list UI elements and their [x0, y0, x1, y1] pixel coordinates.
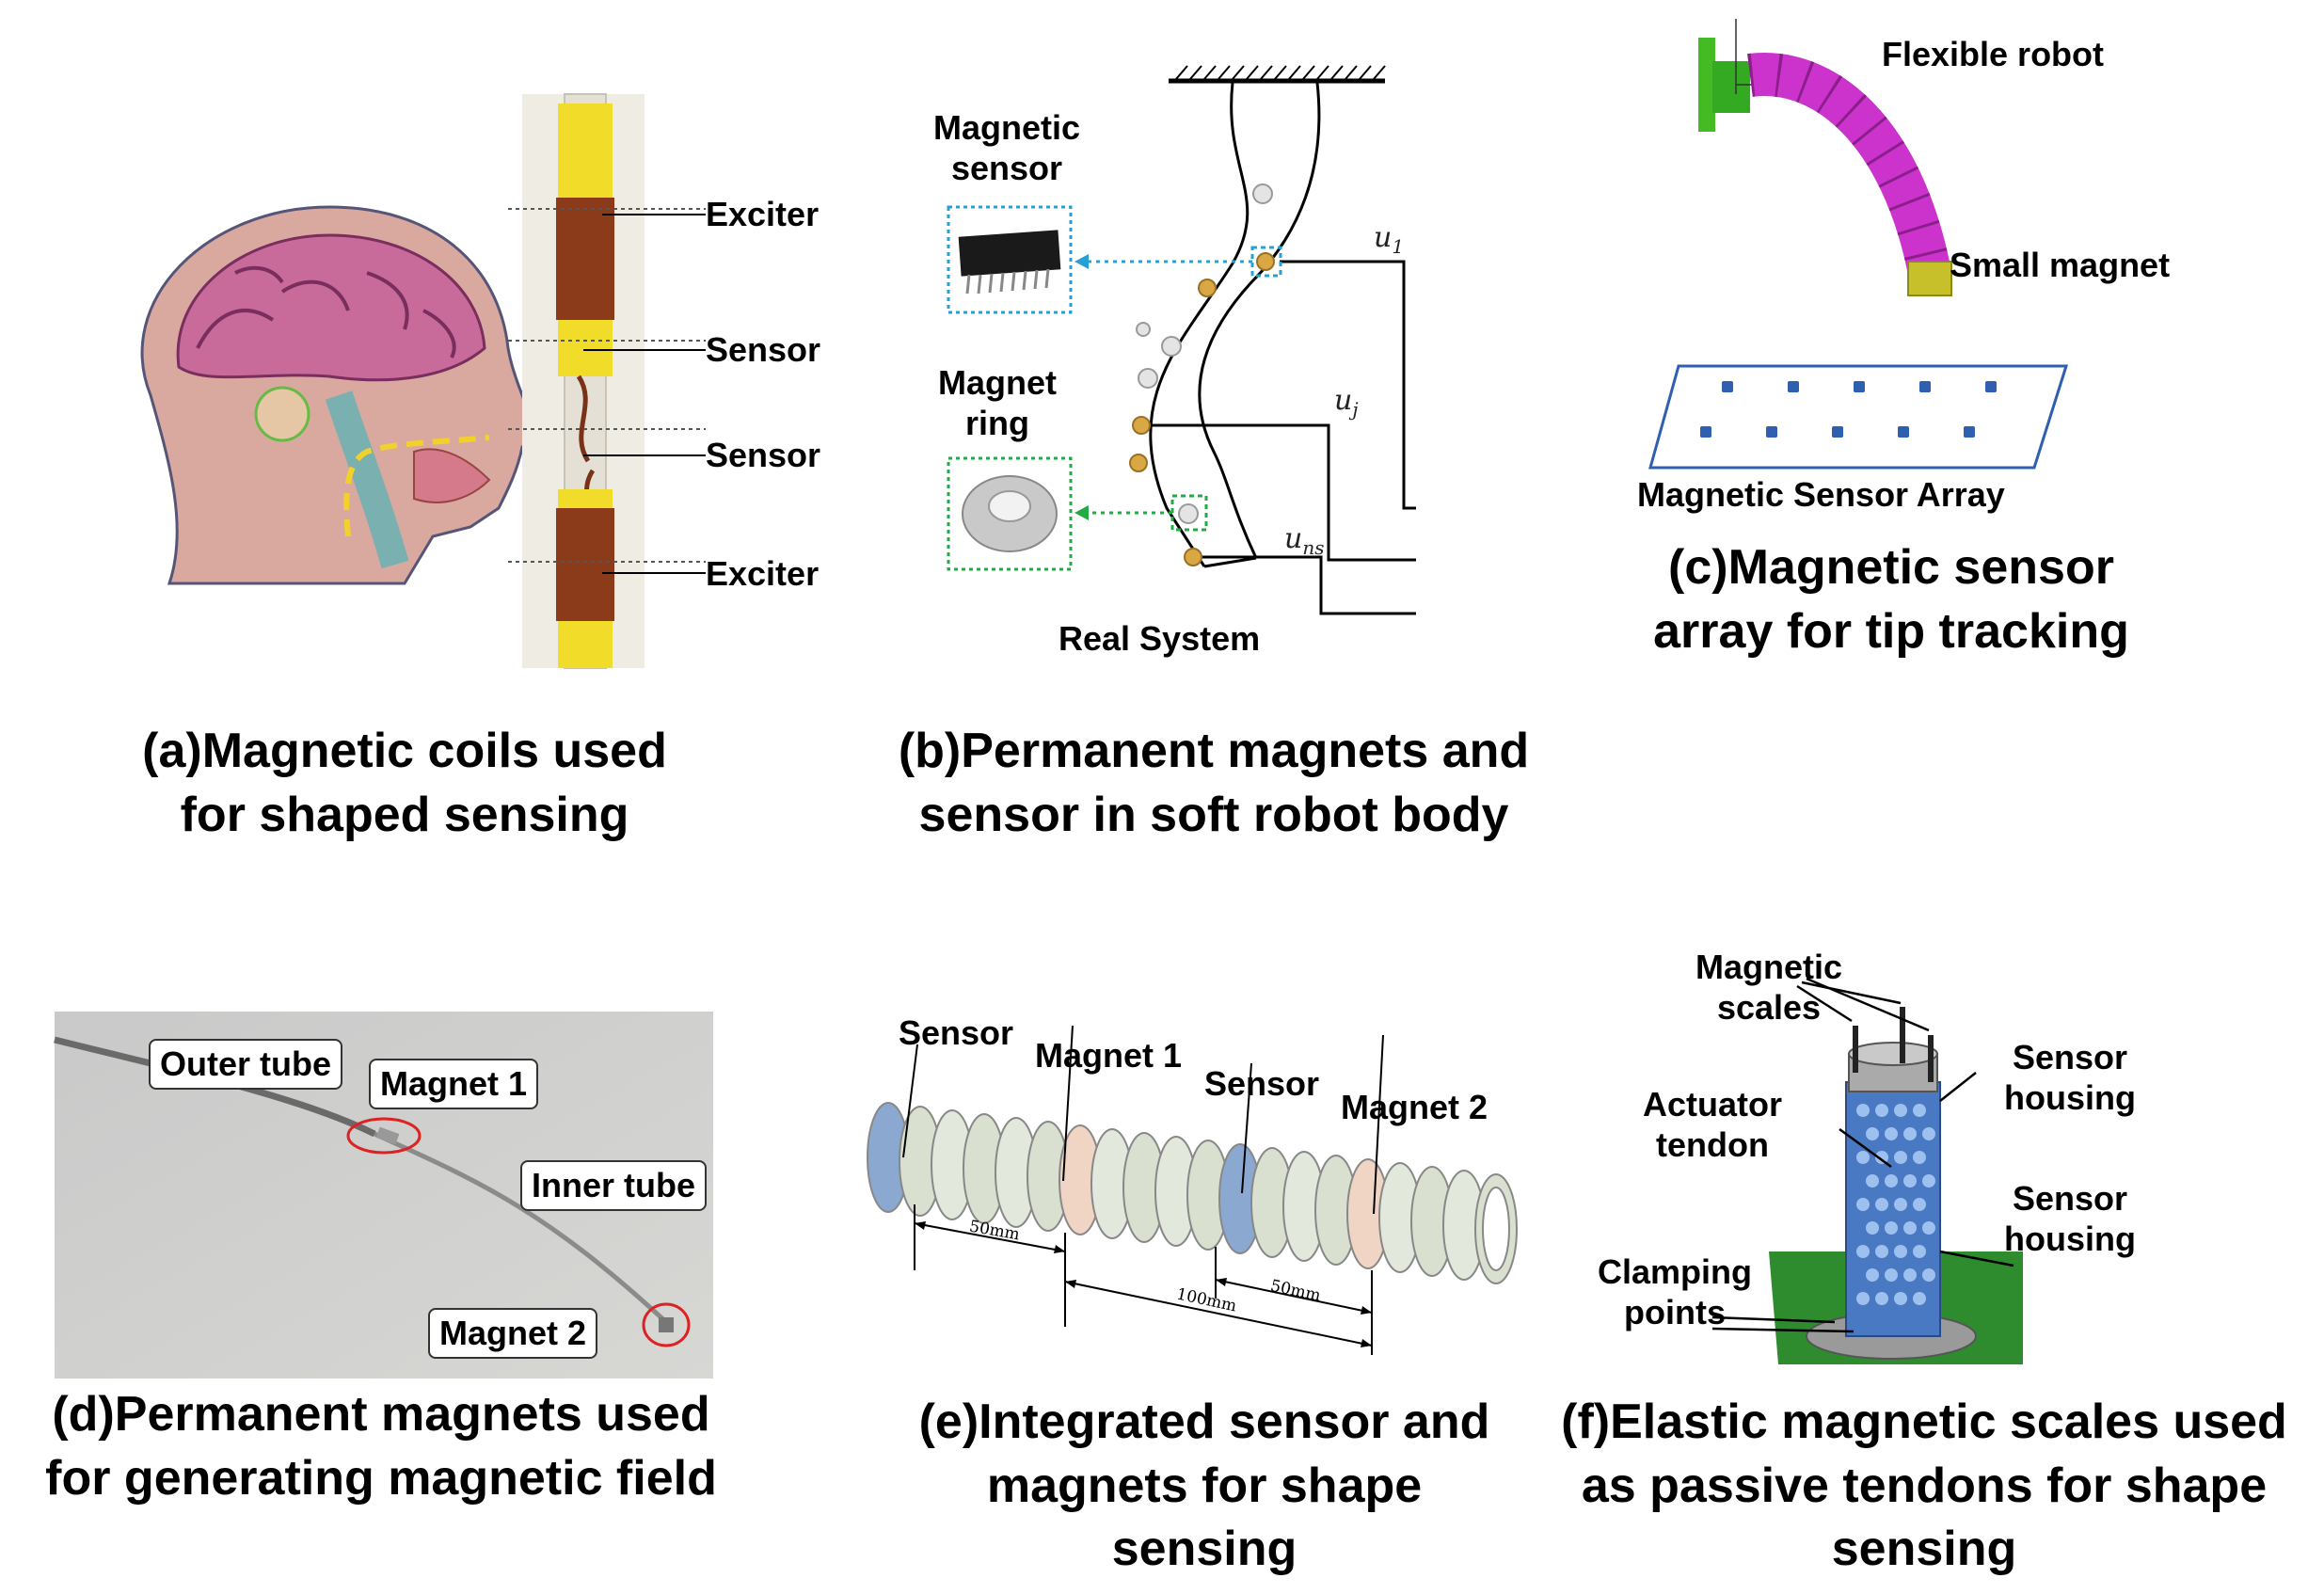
inner-tube-tag: Inner tube [520, 1160, 708, 1211]
caption-c: (c)Magnetic sensor array for tip trackin… [1543, 536, 2239, 663]
caption-f-line2: as passive tendons for shape [1581, 1458, 2268, 1513]
sensor-housing-label-upper: Sensor housing [1985, 1037, 2155, 1118]
caption-a-line1: (a)Magnetic coils used [142, 724, 667, 778]
caption-a: (a)Magnetic coils used for shaped sensin… [38, 720, 772, 847]
flexible-robot-diagram [1698, 19, 1952, 296]
sensor-housing-upper-line1: Sensor [2012, 1038, 2128, 1076]
caption-e: (e)Integrated sensor and magnets for sha… [847, 1391, 1562, 1582]
u1-label: u1 [1374, 221, 1405, 258]
sensor-label-e1: Sensor [899, 1013, 1014, 1052]
exciter-label-top: Exciter [706, 195, 820, 233]
magnet-ring-label-line1: Magnet [938, 363, 1057, 402]
caption-d-line1: (d)Permanent magnets used [52, 1387, 710, 1442]
uns-label: uns [1284, 522, 1325, 559]
sensor-array-label: Magnetic Sensor Array [1637, 475, 2005, 514]
panel-f: Magnetic scales Actuator tendon Clamping… [1524, 922, 2324, 1594]
magnet-ring-label-line2: ring [965, 404, 1029, 443]
clamping-points-label-line2: points [1624, 1293, 1726, 1332]
caption-e-line2: magnets for shape [986, 1458, 1423, 1513]
small-magnet-label: Small magnet [1950, 246, 2171, 284]
clamping-points-label: Clamping points [1581, 1251, 1769, 1332]
magnet2-label-e: Magnet 2 [1341, 1088, 1488, 1126]
magnetic-scales-label: Magnetic scales [1684, 947, 1854, 1028]
sensor-label-lower: Sensor [706, 436, 821, 474]
ring-assembly [867, 1025, 1518, 1355]
magnetic-scales-label-line2: scales [1716, 988, 1822, 1028]
coil-leader-lines [508, 208, 706, 574]
magnetic-sensor-label-line1: Magnetic [932, 108, 1081, 147]
head-anatomy-illustration [140, 205, 538, 585]
real-system-label: Real System [1059, 619, 1261, 658]
sensor-housing-lower-line2: housing [2004, 1219, 2136, 1259]
caption-f-line3: sensing [1831, 1522, 2017, 1577]
panel-e: Sensor Magnet 1 Sensor Magnet 2 50mm 100… [847, 941, 1562, 1590]
magnet-ring-label: Magnet ring [922, 362, 1073, 443]
sensor-label-e2: Sensor [1204, 1064, 1320, 1103]
actuator-tendon-label: Actuator tendon [1628, 1084, 1797, 1165]
flexible-robot-label: Flexible robot [1882, 35, 2105, 73]
caption-f: (f)Elastic magnetic scales used as passi… [1524, 1391, 2324, 1582]
panel-a: Exciter Sensor Sensor Exciter (a)Magneti… [0, 0, 847, 847]
caption-e-line3: sensing [1111, 1522, 1297, 1577]
coil-tube-photo [522, 93, 645, 669]
clamping-points-label-line1: Clamping [1597, 1252, 1752, 1291]
caption-b-line2: sensor in soft robot body [918, 787, 1509, 842]
ring-stack [867, 1102, 1518, 1284]
panel-d: Outer tube Magnet 1 Inner tube Magnet 2 … [0, 941, 772, 1543]
sensor-label-upper: Sensor [706, 330, 821, 369]
magnetic-sensor-label-line2: sensor [950, 149, 1063, 188]
magnet2-tag-d: Magnet 2 [428, 1308, 598, 1359]
sensor-housing-upper-line2: housing [2004, 1078, 2136, 1118]
actuator-tendon-label-line2: tendon [1656, 1125, 1769, 1165]
magnet1-tag-d: Magnet 1 [369, 1059, 539, 1109]
caption-f-line1: (f)Elastic magnetic scales used [1561, 1395, 2287, 1449]
outer-tube-tag: Outer tube [149, 1039, 343, 1090]
sensor-array-board [1648, 364, 2069, 470]
caption-b-line1: (b)Permanent magnets and [898, 724, 1530, 778]
soft-robot-diagram [947, 65, 1416, 615]
caption-c-line2: array for tip tracking [1653, 603, 2129, 659]
panel-c: Flexible robot Small magnet Magnetic Sen… [1543, 0, 2324, 677]
caption-d-line2: for generating magnetic field [45, 1450, 717, 1506]
sensor-housing-label-lower: Sensor housing [1985, 1178, 2155, 1259]
caption-c-line1: (c)Magnetic sensor [1668, 540, 2114, 595]
caption-a-line2: for shaped sensing [180, 787, 629, 842]
sensor-housing-lower-line1: Sensor [2012, 1179, 2128, 1218]
exciter-label-bottom: Exciter [706, 554, 820, 593]
uj-label: uj [1334, 384, 1359, 421]
magnetic-scales-label-line1: Magnetic [1695, 948, 1843, 986]
magnet1-label-e: Magnet 1 [1035, 1036, 1183, 1075]
magnetic-sensor-label: Magnetic sensor [922, 107, 1091, 188]
caption-b: (b)Permanent magnets and sensor in soft … [828, 720, 1600, 847]
caption-d: (d)Permanent magnets used for generating… [0, 1383, 762, 1510]
tendon-module-render [1711, 977, 2023, 1364]
caption-e-line1: (e)Integrated sensor and [918, 1395, 1490, 1449]
actuator-tendon-label-line1: Actuator [1642, 1085, 1782, 1124]
panel-b: Magnetic sensor Magnet ring Real System … [828, 0, 1600, 847]
